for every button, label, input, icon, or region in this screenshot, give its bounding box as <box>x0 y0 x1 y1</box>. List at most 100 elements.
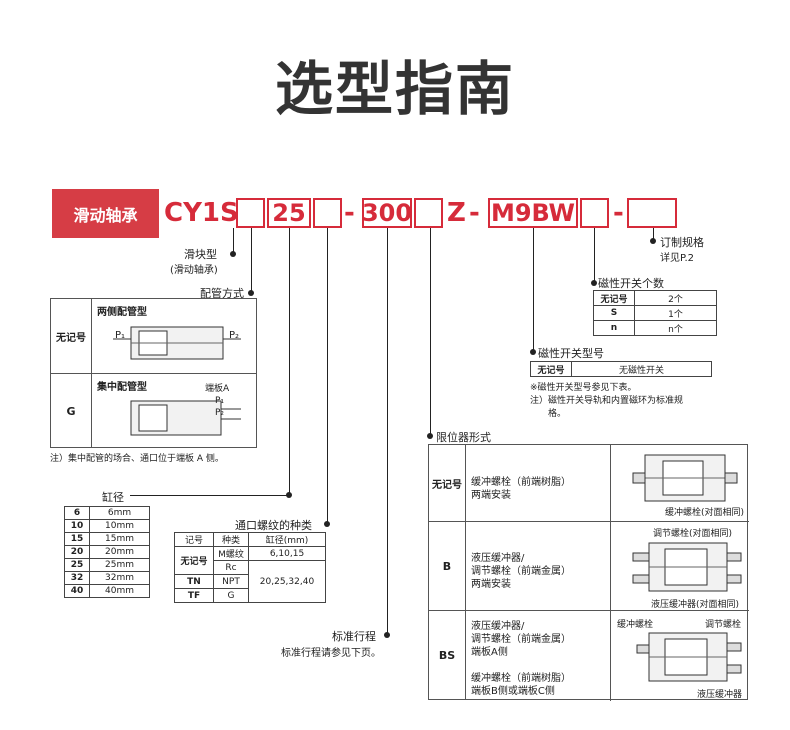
cell: 20mm <box>89 545 150 559</box>
limit-cap-2a: 调节螺栓(对面相同) <box>653 529 733 539</box>
limit-desc-3c: 端板A侧 <box>471 647 508 658</box>
connector <box>130 495 290 496</box>
switch-note-3: 格。 <box>548 409 567 419</box>
code-dash-1: - <box>344 198 355 228</box>
connector <box>430 228 431 436</box>
connector-dot <box>324 521 330 527</box>
page-title: 选型指南 <box>274 55 515 123</box>
cell: 40 <box>64 584 90 598</box>
cell: n <box>593 320 635 336</box>
limit-diagram-3 <box>636 632 742 682</box>
code-z: Z <box>447 198 466 228</box>
thread-table: 记号 种类 缸径(mm) 无记号 M螺纹 6,10,15 Rc 20,25,32… <box>174 532 326 603</box>
cell: 1个 <box>634 305 717 321</box>
code-stroke: 300 <box>361 198 413 228</box>
cell: 6,10,15 <box>248 546 326 561</box>
label-slider-sub: (滑动轴承) <box>170 265 218 276</box>
cell: NPT <box>213 574 249 589</box>
piping-code-2: G <box>51 374 92 448</box>
limit-cap-3a: 缓冲螺栓 <box>617 620 654 630</box>
piping-note: 注）集中配管的场合、通口位于端板 A 侧。 <box>50 454 224 464</box>
cell: 32 <box>64 571 90 585</box>
code-slot-custom <box>627 198 677 228</box>
connector-dot <box>591 280 597 286</box>
cell: 32mm <box>89 571 150 585</box>
limit-desc-1a: 缓冲螺栓（前端树脂） <box>471 477 571 488</box>
label-thread: 通口螺纹的种类 <box>235 519 312 532</box>
connector <box>594 228 595 283</box>
code-slot-piping <box>236 198 265 228</box>
limit-code-1: 无记号 <box>429 445 466 521</box>
code-slot-limit <box>414 198 443 228</box>
cell: 2个 <box>634 290 717 306</box>
cell: 15 <box>64 532 90 546</box>
connector-dot <box>248 290 254 296</box>
cell: 无记号 <box>530 361 572 377</box>
label-limit: 限位器形式 <box>436 431 491 444</box>
divider <box>429 610 749 611</box>
switch-note-2: 注）磁性开关导轨和内置磁环为标准规 <box>530 396 684 406</box>
connector-dot <box>384 632 390 638</box>
piping-p1-2: P₁ <box>215 396 225 406</box>
cell: M螺纹 <box>213 546 249 561</box>
cell: S <box>593 305 635 321</box>
piping-panel: 无记号 两侧配管型 P₁ P₂ G 集中配管型 端板A P₁ P₂ <box>50 298 257 448</box>
connector <box>233 228 234 254</box>
connector <box>387 228 388 635</box>
cell: 20,25,32,40 <box>248 560 326 603</box>
connector <box>327 228 328 524</box>
label-bore: 缸径 <box>102 491 124 504</box>
connector-dot <box>427 433 433 439</box>
cell: 10 <box>64 519 90 533</box>
cell: n个 <box>634 320 717 336</box>
switch-model-table: 无记号无磁性开关 <box>530 361 712 377</box>
cell: 无磁性开关 <box>571 361 712 377</box>
limit-panel: 无记号 缓冲螺栓（前端树脂） 两端安装 缓冲螺栓(对面相同) B 液压缓冲器/ … <box>428 444 749 701</box>
limit-diagram-1 <box>632 454 738 502</box>
limit-cap-3b: 调节螺栓 <box>705 620 742 630</box>
piping-diagram-both <box>113 326 241 360</box>
cell: 25 <box>64 558 90 572</box>
divider <box>610 445 611 701</box>
limit-desc-1b: 两端安装 <box>471 490 511 501</box>
code-slot-thread <box>313 198 342 228</box>
product-badge: 滑动轴承 <box>52 189 159 238</box>
code-dash-2: - <box>469 198 480 228</box>
limit-cap-2b: 液压缓冲器(对面相同) <box>651 600 740 610</box>
connector <box>289 228 290 495</box>
piping-diagram-central <box>130 400 241 436</box>
label-switch-model: 磁性开关型号 <box>538 347 604 360</box>
connector-dot <box>230 251 236 257</box>
label-switch-count: 磁性开关个数 <box>598 277 664 290</box>
cell: 无记号 <box>174 546 214 575</box>
label-custom-sub: 详见P.2 <box>660 253 695 264</box>
limit-desc-2b: 调节螺栓（前端金属） <box>471 566 571 577</box>
limit-desc-3a: 液压缓冲器/ <box>471 621 525 632</box>
piping-p1-1: P₁ <box>115 330 126 341</box>
connector-dot <box>530 349 536 355</box>
limit-diagram-2 <box>632 542 742 592</box>
label-stroke-sub: 标准行程请参见下页。 <box>281 648 381 659</box>
switch-note-1: ※磁性开关型号参见下表。 <box>530 383 637 393</box>
label-custom: 订制规格 <box>660 236 704 249</box>
cell: Rc <box>213 560 249 575</box>
limit-cap-1: 缓冲螺栓(对面相同) <box>665 508 745 518</box>
cell: 40mm <box>89 584 150 598</box>
code-switch: M9BW <box>488 198 578 228</box>
cell: TF <box>174 588 214 603</box>
connector <box>653 228 654 242</box>
piping-name-2: 集中配管型 <box>97 382 147 393</box>
divider <box>429 521 749 522</box>
code-bore: 25 <box>267 198 311 228</box>
label-piping: 配管方式 <box>200 287 244 300</box>
connector-dot <box>650 238 656 244</box>
cell: G <box>213 588 249 603</box>
code-series: CY1S <box>164 198 239 228</box>
label-stroke: 标准行程 <box>332 630 376 643</box>
limit-cap-3c: 液压缓冲器 <box>697 690 743 700</box>
piping-name-1: 两侧配管型 <box>97 307 147 318</box>
code-slot-count <box>580 198 609 228</box>
cell: TN <box>174 574 214 589</box>
cell: 20 <box>64 545 90 559</box>
